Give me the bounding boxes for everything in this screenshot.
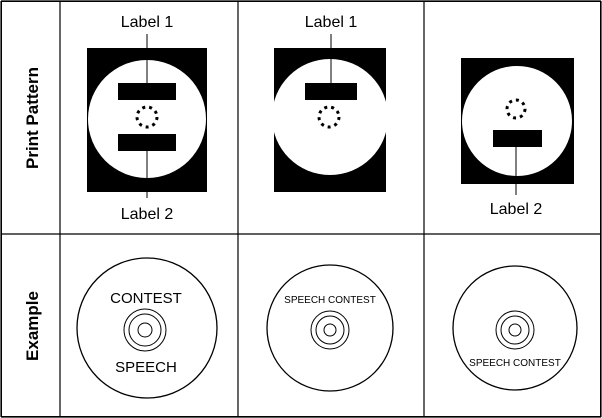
example-disc-3: SPEECH CONTEST [452,265,578,391]
label-1-bar [305,83,357,100]
center-hole-icon [317,105,341,129]
example-disc-1: CONTEST SPEECH [76,257,218,399]
print-pattern-2: Label 1 [272,14,388,192]
label-2-bar [493,130,542,147]
example-1-text-bottom: SPEECH [115,359,177,376]
row-header-example: Example [23,291,42,361]
row-header-print-pattern: Print Pattern [23,67,42,169]
pattern-1-label-bottom: Label 2 [121,206,174,223]
label-2-bar [118,134,176,151]
print-pattern-3: Label 2 [461,58,574,218]
center-hole-icon [135,105,159,129]
example-disc-2: SPEECH CONTEST [266,264,394,392]
center-hole-icon [505,98,527,120]
pattern-2-label-top: Label 1 [305,14,358,31]
example-2-text-top: SPEECH CONTEST [284,295,376,306]
pattern-1-label-top: Label 1 [121,14,174,31]
print-pattern-1: Label 1 Label 2 [87,14,207,223]
example-1-text-top: CONTEST [110,290,182,307]
label-1-bar [118,83,176,100]
example-3-text-bottom: SPEECH CONTEST [469,358,561,369]
pattern-3-label-bottom: Label 2 [490,201,543,218]
